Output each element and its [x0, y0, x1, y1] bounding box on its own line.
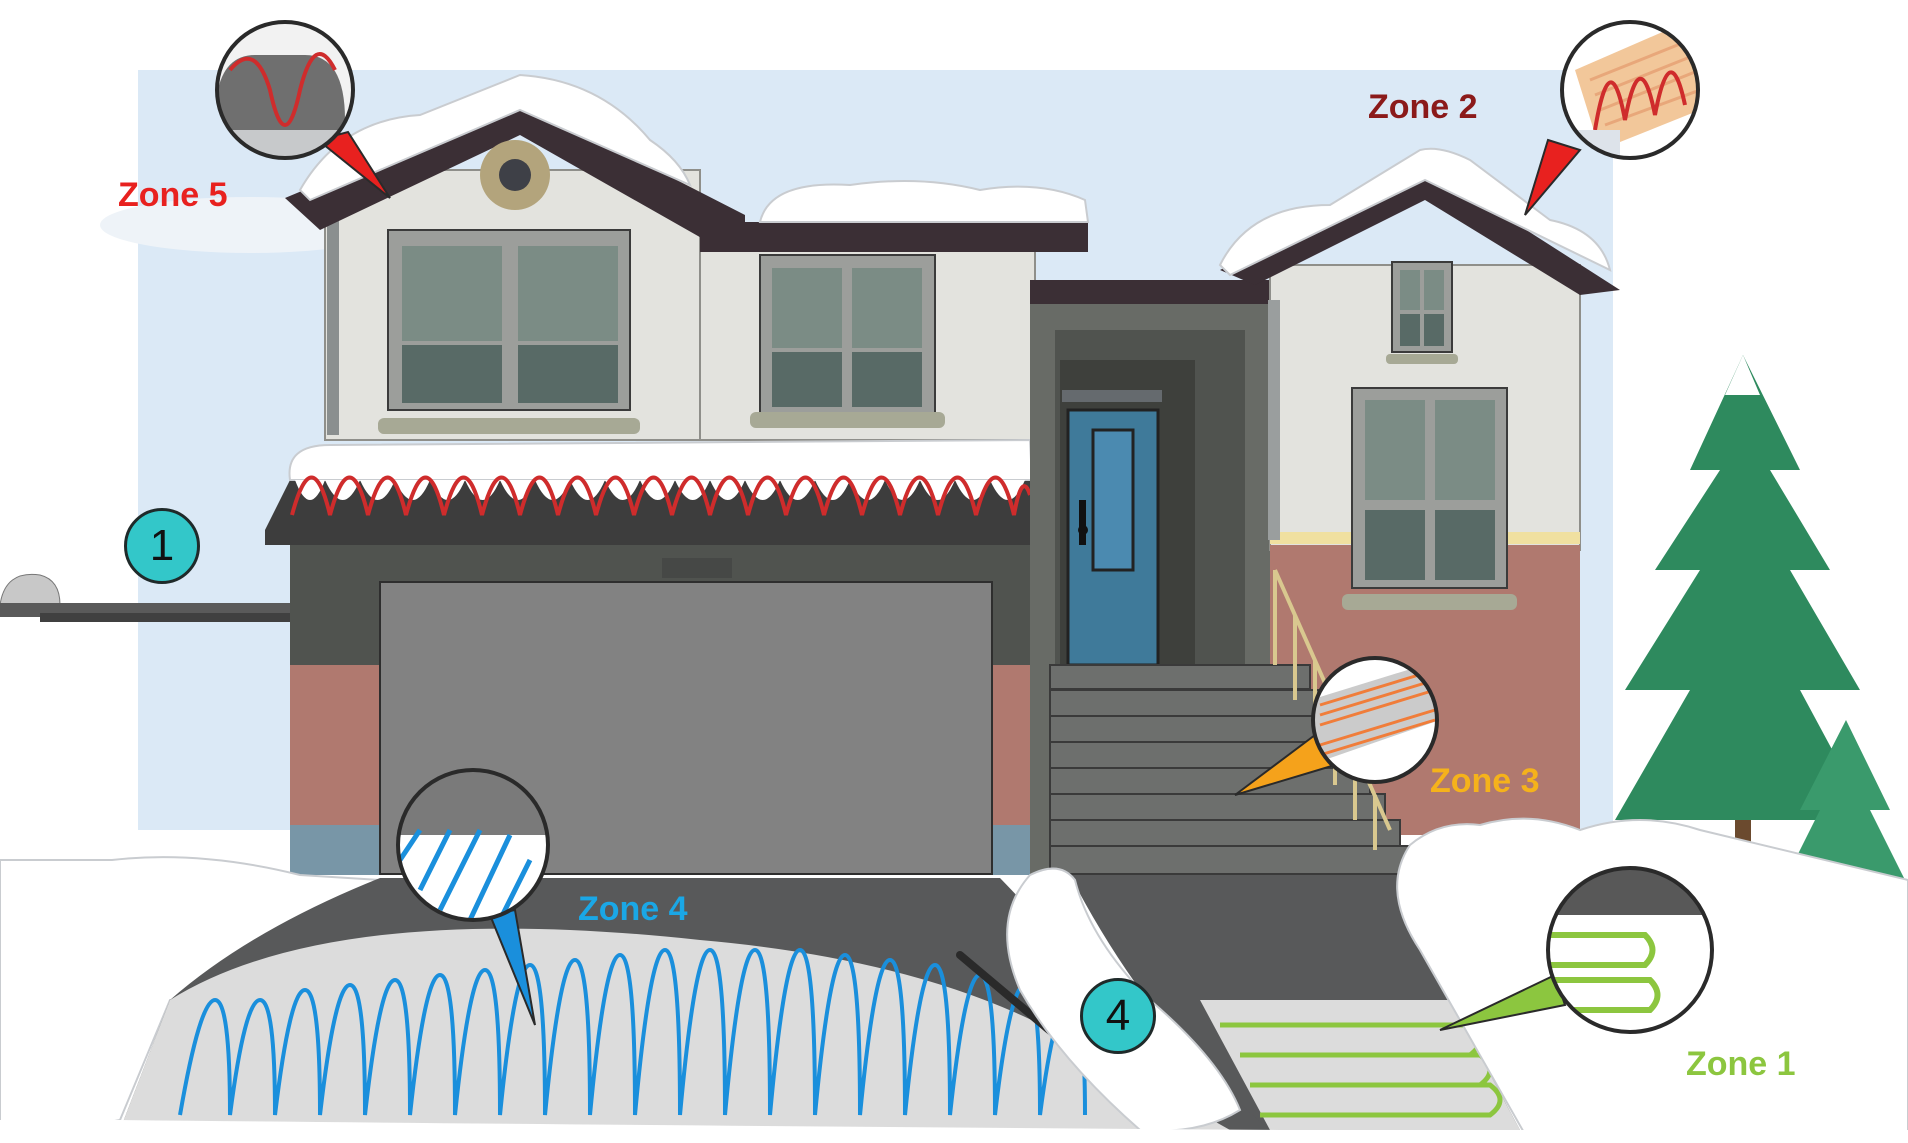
right-small-window [1386, 262, 1458, 364]
downspout-right [1268, 300, 1280, 540]
zone-3-label: Zone 3 [1430, 762, 1540, 801]
garage-door-light [662, 558, 732, 578]
callout-badge-1: 1 [124, 508, 200, 584]
right-large-window [1342, 388, 1517, 610]
zone-4-label: Zone 4 [578, 890, 688, 929]
upper-left-window [378, 230, 640, 434]
snow-roof-mid [760, 181, 1088, 222]
zone-2-label: Zone 2 [1368, 88, 1478, 127]
roof-mid [700, 222, 1088, 252]
zone-1-label: Zone 1 [1686, 1045, 1796, 1084]
zone-2-magnifier [1560, 20, 1700, 160]
callout-badge-4: 4 [1080, 978, 1156, 1054]
front-door-frame [1062, 390, 1162, 402]
zone-5-label: Zone 5 [118, 176, 228, 215]
downspout-left [327, 220, 339, 435]
snow-garage-eave [290, 440, 1033, 480]
upper-mid-window [750, 255, 945, 428]
entry-roof [1030, 280, 1275, 304]
